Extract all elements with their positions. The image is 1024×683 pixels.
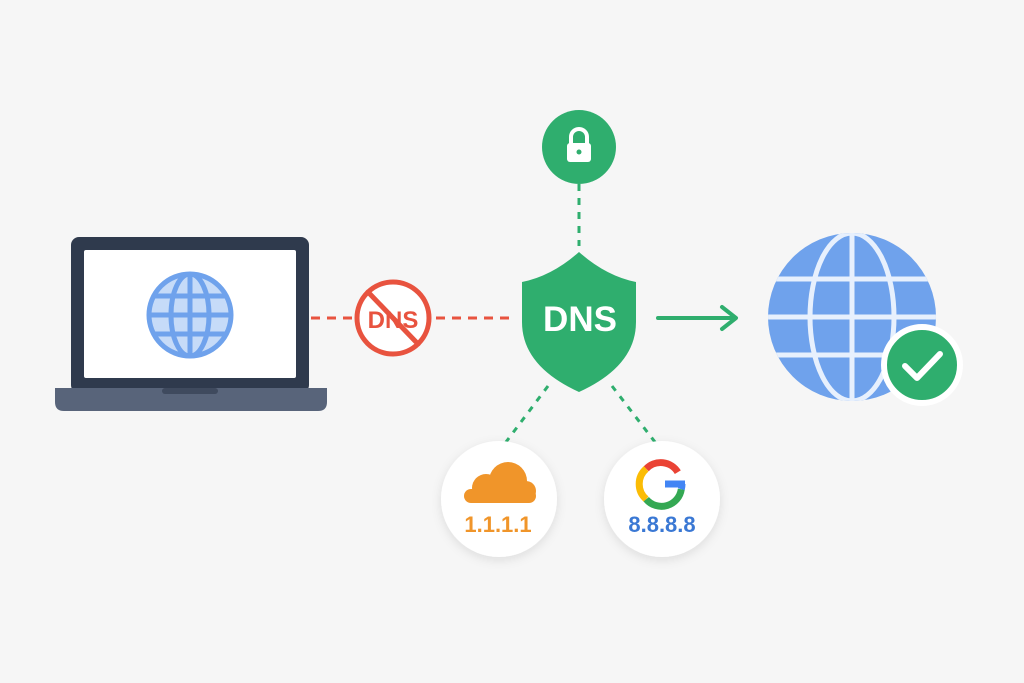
google-address: 8.8.8.8 <box>628 512 695 537</box>
laptop <box>55 237 327 411</box>
check-badge <box>881 324 963 406</box>
cloudflare-address: 1.1.1.1 <box>464 512 531 537</box>
secure-dns-label: DNS <box>543 300 617 339</box>
laptop-notch <box>162 388 218 394</box>
checkmark-icon <box>902 351 943 381</box>
laptop-base <box>55 388 327 411</box>
provider-connectors <box>501 385 660 447</box>
lock-badge <box>542 110 616 246</box>
lock-icon <box>567 127 591 162</box>
cloud-icon <box>464 462 536 503</box>
blocked-dns-icon: DNS <box>354 279 432 357</box>
google-g-icon <box>635 459 686 510</box>
provider-google: 8.8.8.8 <box>604 441 720 557</box>
arrow-right-icon <box>656 305 738 331</box>
secure-dns-shield: DNS <box>522 252 636 392</box>
globe-icon <box>146 271 234 359</box>
shield-icon <box>522 252 636 392</box>
provider-cloudflare: 1.1.1.1 <box>441 441 557 557</box>
